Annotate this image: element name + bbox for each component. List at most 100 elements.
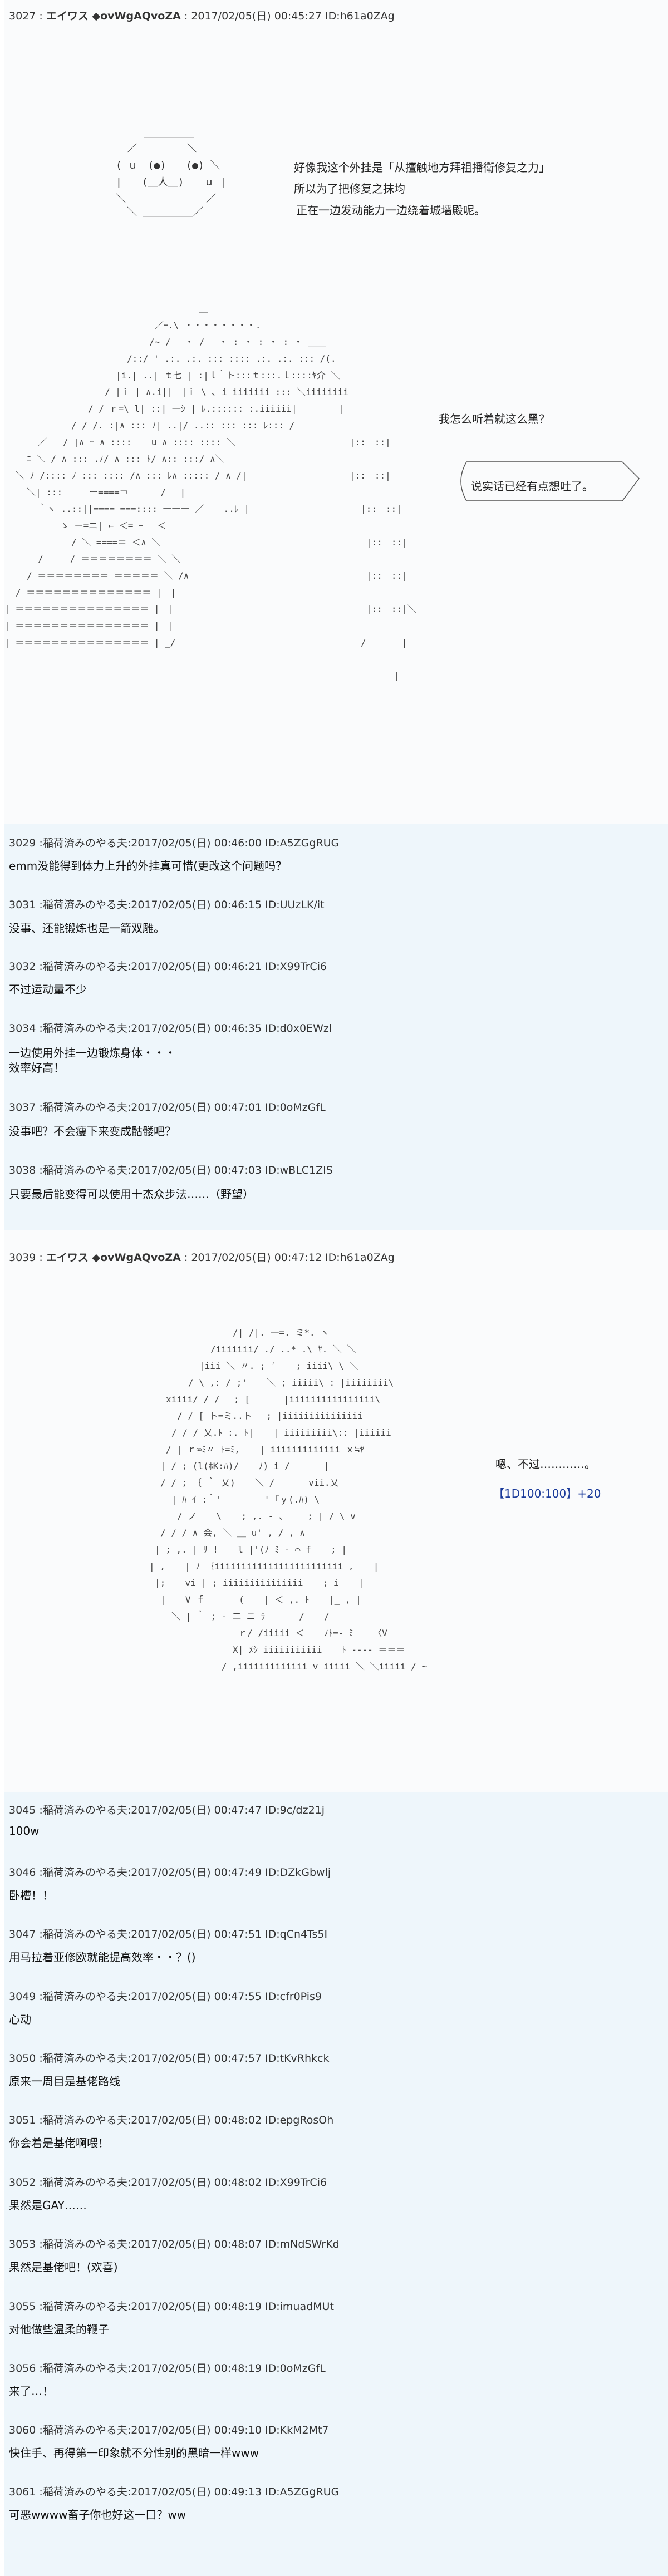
post-meta: 2017/02/05(日) 00:48:19 ID:0oMzGfL [131,2362,326,2375]
post-meta: 2017/02/05(日) 00:46:35 ID:d0x0EWzl [131,1022,332,1035]
post-number[interactable]: 3029 [9,837,36,849]
ascii-character-art: /| /|. 一=. ミ*. ヽ /iiiiiii/ ./ ..* .\ ﾔ. … [149,1327,427,1672]
svg-text:|iii ＼ 〃. ; ′ ; iiii\ \ ＼: |iii ＼ 〃. ; ′ ; iiii\ \ ＼ [199,1361,358,1371]
svg-text:/ / / ∧ 会, ＼ ＿ u' , / , ∧: / / / ∧ 会, ＼ ＿ u' , / , ∧ [160,1528,305,1538]
svg-text:＼ ＿＿＿＿＿／: ＼ ＿＿＿＿＿／ [127,206,203,218]
ascii-figures-art: ＿ ／ｰ.\ ・・・・・・・・. /~ / ・ / ・ : ・ : ・ : ・ … [4,303,416,681]
reply-body: 心动 [9,2013,31,2026]
reply-body: 来了…！ [9,2385,53,2398]
svg-text:/ / [ ト=ミ..ト ; |iiiiiiiiiiiii: / / [ ト=ミ..ト ; |iiiiiiiiiiiiiii [177,1411,363,1421]
post-meta: 2017/02/05(日) 00:46:00 ID:A5ZGgRUG [131,837,340,849]
post-number[interactable]: 3060 [9,2424,36,2436]
post-number[interactable]: 3049 [9,1991,36,2003]
svg-text:｀ヽ ..::||==== ===:::: 一一一 ／: ｀ヽ ..::||==== ===:::: 一一一 ／ ..ﾚ | [38,503,249,514]
post-number[interactable]: 3055 [9,2301,36,2313]
reply-body: 果然是基佬吧！(欢喜) [9,2260,118,2274]
post-number[interactable]: 3056 [9,2362,36,2375]
svg-text:／__ / |∧ ｰ ∧ :::: u ∧ :::: :: ／__ / |∧ ｰ ∧ :::: u ∧ :::: :::: ＼ [38,437,235,447]
post-header: 3027 : エイワス ◆ovWgAQvoZA : 2017/02/05(日) … [9,10,395,22]
reply-body: 只要最后能变得可以使用十杰众步法……（野望） [9,1188,254,1201]
poster-name: 稲荷済みのやる夫 [42,837,127,849]
svg-text:ﾆ ＼ / ∧ ::: .ﾉ/ ∧ ::: ﾄ/ ∧:: :: ﾆ ＼ / ∧ ::: .ﾉ/ ∧ ::: ﾄ/ ∧:: :::/ ∧＼ [27,454,224,464]
post-header: 3039 : エイワス ◆ovWgAQvoZA : 2017/02/05(日) … [9,1252,395,1264]
svg-text:|:: ::|＼: |:: ::|＼ [366,604,416,614]
svg-text:|: | [338,403,344,414]
svg-text:| ＝＝＝＝＝＝＝＝＝＝＝＝＝＝＝ | |: | ＝＝＝＝＝＝＝＝＝＝＝＝＝＝＝ | | [4,604,174,614]
reply-header: 3060 :稲荷済みのやる夫:2017/02/05(日) 00:49:10 ID… [9,2424,329,2436]
post-number[interactable]: 3050 [9,2052,36,2065]
svg-text:| ; ,. | ﾘ ! l |'(ﾉ ﾐ ‐ ⌒ f: | ; ,. | ﾘ ! l |'(ﾉ ﾐ ‐ ⌒ f ; | [155,1544,347,1555]
svg-text:|:: ::|: |:: ::| [366,570,407,581]
svg-text:/ / ｒ=\ l| ::| 一ｼ | ﾚ.:::::: :: / / ｒ=\ l| ::| 一ｼ | ﾚ.:::::: :.iiiiii| [88,403,297,414]
post-number[interactable]: 3032 [9,961,36,973]
poster-name: 稲荷済みのやる夫 [42,1101,127,1114]
post-number[interactable]: 3053 [9,2238,36,2250]
svg-text:/ / / 乂.ﾄ :. ﾄ| | iiiiiiiii\: / / / 乂.ﾄ :. ﾄ| | iiiiiiiii\:: |iiiiii [171,1427,391,1438]
svg-text:| V ｆ ( | ＜ ,. ﾄ |_: | V ｆ ( | ＜ ,. ﾄ |_ , | [160,1594,361,1605]
poster-name: 稲荷済みのやる夫 [42,2114,127,2126]
reply-header: 3029 :稲荷済みのやる夫:2017/02/05(日) 00:46:00 ID… [9,837,340,849]
post-number[interactable]: 3046 [9,1866,36,1879]
poster-name: 稲荷済みのやる夫 [42,1022,127,1035]
post-number[interactable]: 3038 [9,1164,36,1176]
reply-header: 3056 :稲荷済みのやる夫:2017/02/05(日) 00:48:19 ID… [9,2362,326,2375]
post-meta: 2017/02/05(日) 00:47:03 ID:wBLC1ZIS [131,1164,333,1176]
post-number[interactable]: 3034 [9,1022,36,1035]
post-number[interactable]: 3037 [9,1101,36,1114]
poster-name: 稲荷済みのやる夫 [42,1928,127,1940]
poster-name: 稲荷済みのやる夫 [42,1804,127,1816]
reply-body: 不过运动量不少 [9,983,87,996]
reply-body: 用马拉着亚修欧就能提高效率・・？() [9,1951,196,1964]
reply-body: 100w [9,1824,40,1838]
dice-roll-result: 【1D100:100】+20 [493,1487,601,1500]
post-meta: 2017/02/05(日) 00:46:21 ID:X99TrCi6 [131,961,327,973]
reply-body: 对他做些温柔的鞭子 [9,2323,109,2336]
svg-text:| / ; (l(ﾎK:ﾊ)/ ﾉ) i / |: | / ; (l(ﾎK:ﾊ)/ ﾉ) i / | [160,1461,329,1471]
post-number[interactable]: 3031 [9,899,36,911]
poster-name: 稲荷済みのやる夫 [42,2424,127,2436]
post-number[interactable]: 3027 [9,10,36,22]
post-number[interactable]: 3039 [9,1252,36,1264]
post-number[interactable]: 3051 [9,2114,36,2126]
svg-text:X| ﾒｼ iiiiiiiiiii ﾄ ‐‐‐‐ ＝＝＝: X| ﾒｼ iiiiiiiiiii ﾄ ‐‐‐‐ ＝＝＝ [233,1644,405,1655]
poster-name: 稲荷済みのやる夫 [42,2486,127,2498]
reply-header: 3055 :稲荷済みのやる夫:2017/02/05(日) 00:48:19 ID… [9,2301,334,2313]
reply-body: 果然是GAY…… [9,2199,87,2212]
poster-name: 稲荷済みのやる夫 [42,961,127,973]
post-number[interactable]: 3047 [9,1928,36,1940]
ascii-face-art: ＿＿＿＿＿ ／ ＼ ( ｕ (●) (●) ＼ | (＿人＿) ｕ | ＼ ／ … [116,127,226,218]
speech-bubble-text: 我怎么听着就这么黑？ [439,412,550,426]
svg-text:|:: ::|: |:: ::| [350,437,391,447]
post-meta: 2017/02/05(日) 00:45:27 ID:h61a0ZAg [191,10,395,22]
svg-text:/ |ｉ | ∧.i|| |ｉ \ ､ i iiiiiii: / |ｉ | ∧.i|| |ｉ \ ､ i iiiiiii ::: ＼iiiii… [105,387,348,397]
svg-text:/ |: / | [361,637,407,648]
post-number[interactable]: 3052 [9,2176,36,2189]
poster-name: エイワス ◆ovWgAQvoZA [46,10,181,22]
poster-name: 稲荷済みのやる夫 [42,1991,127,2003]
svg-text:|i.| ..| ｔ七 | :|ｌ｀ト:::ｔ:::.ｌ::: |i.| ..| ｔ七 | :|ｌ｀ト:::ｔ:::.ｌ::::ﾔ介 ＼ [116,370,340,381]
reply-body: 一边使用外挂一边锻炼身体・・・ [9,1046,176,1060]
svg-text:|: | [394,671,400,681]
poster-name: 稲荷済みのやる夫 [42,2301,127,2313]
poster-name: 稲荷済みのやる夫 [42,2238,127,2250]
svg-text:| ＝＝＝＝＝＝＝＝＝＝＝＝＝＝＝ | _/: | ＝＝＝＝＝＝＝＝＝＝＝＝＝＝＝ | _/ [4,637,175,648]
post-meta: 2017/02/05(日) 00:49:13 ID:A5ZGgRUG [131,2486,340,2498]
svg-text:ゝ ー=ニ| ← ＜= ｰ ＜: ゝ ー=ニ| ← ＜= ｰ ＜ [60,520,166,531]
svg-text:( ｕ (●) (●) ＼: ( ｕ (●) (●) ＼ [116,160,220,171]
reply-header: 3051 :稲荷済みのやる夫:2017/02/05(日) 00:48:02 ID… [9,2114,334,2126]
svg-text:＼ ／: ＼ ／ [116,193,216,205]
post-meta: 2017/02/05(日) 00:47:55 ID:cfr0Pis9 [131,1991,322,2003]
reply-body: 没事吧？不会瘦下来变成骷髅吧？ [9,1125,176,1138]
post-meta: 2017/02/05(日) 00:47:47 ID:9c/dz21j [131,1804,325,1816]
reply-header: 3061 :稲荷済みのやる夫:2017/02/05(日) 00:49:13 ID… [9,2486,340,2498]
reply-block [4,824,668,1230]
post-number[interactable]: 3061 [9,2486,36,2498]
speech-bubble-text: 说实话已经有点想吐了。 [471,480,593,493]
reply-body: 卧槽！！ [9,1889,53,1902]
post-line: 正在一边发动能力一边绕着城墙殿呢。 [296,204,485,217]
svg-text:/~ / ・ / ・ : ・ : ・ : ・ ＿＿: /~ / ・ / ・ : ・ : ・ : ・ ＿＿ [149,337,326,347]
svg-text:＿＿＿＿＿: ＿＿＿＿＿ [144,127,194,139]
poster-name: エイワス ◆ovWgAQvoZA [46,1252,181,1264]
post-number[interactable]: 3045 [9,1804,36,1816]
reply-body: 效率好高！ [9,1061,65,1075]
